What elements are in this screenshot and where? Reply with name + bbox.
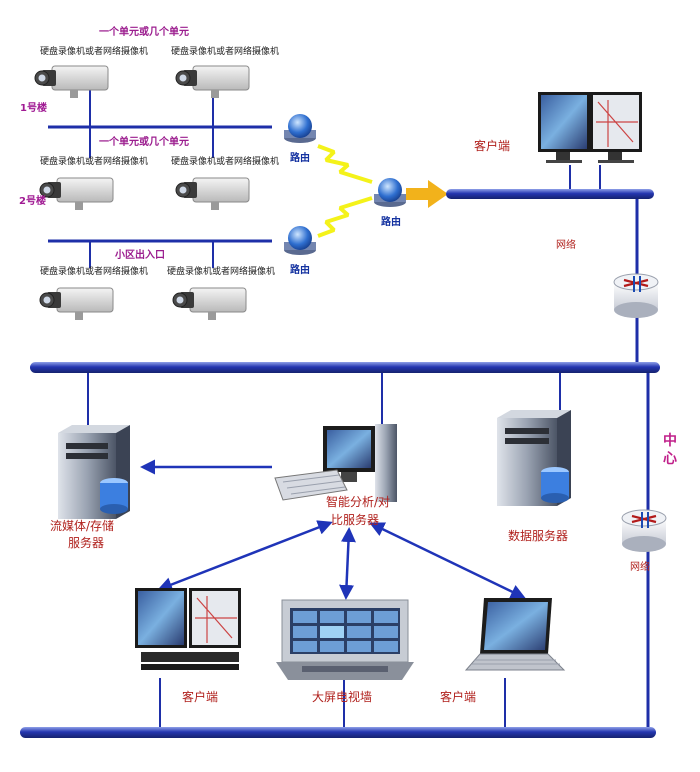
building-2-label: 2号楼 [19, 196, 46, 207]
camera-icon [34, 65, 109, 98]
link-arrow [339, 527, 356, 600]
camera-label: 硬盘录像机或者网络摄像机 [171, 157, 280, 167]
streaming-server-icon [58, 425, 130, 519]
client-label: 客户端 [474, 139, 511, 153]
unit-label: 一个单元或几个单元 [99, 137, 189, 148]
network-label: 网络 [556, 240, 576, 251]
camera-label: 硬盘录像机或者网络摄像机 [40, 267, 149, 277]
camera-icon [175, 177, 250, 210]
router-icon [374, 178, 406, 207]
camera-icon [172, 287, 247, 320]
camera-label: 硬盘录像机或者网络摄像机 [40, 47, 149, 57]
unit-label: 一个单元或几个单元 [99, 27, 189, 38]
video-wall-label: 大屏电视墙 [312, 690, 373, 704]
entrance-label: 小区出入口 [115, 250, 165, 261]
lan-bus [30, 362, 660, 373]
camera-icon [39, 177, 114, 210]
data-server-icon [497, 410, 571, 506]
client-label: 客户端 [182, 690, 219, 704]
camera-icon [39, 287, 114, 320]
laptop-icon [464, 598, 566, 671]
camera-label: 硬盘录像机或者网络摄像机 [40, 157, 149, 167]
camera-label: 硬盘录像机或者网络摄像机 [171, 47, 280, 57]
client-label: 客户端 [440, 690, 477, 704]
network-hub-icon [621, 509, 667, 552]
client-workstation-icon [135, 588, 241, 670]
client-monitors-icon [538, 92, 642, 163]
network-label: 网络 [630, 562, 650, 573]
wireless-link-icon [317, 144, 373, 184]
link-arrow [369, 522, 526, 599]
router-icon [284, 226, 316, 255]
analysis-server-label-1: 智能分析/对 [326, 495, 391, 509]
streaming-server-label-2: 服务器 [68, 536, 105, 550]
link-arrow [157, 520, 333, 592]
wireless-link-icon [317, 196, 373, 238]
network-hub-icon [613, 273, 659, 318]
analysis-workstation-icon [274, 424, 397, 502]
analysis-server-label-2: 比服务器 [331, 513, 380, 527]
router-label: 路由 [290, 153, 310, 164]
video-wall-icon [276, 599, 414, 680]
uplink-arrow [406, 180, 448, 208]
router-icon [284, 114, 316, 143]
building-1-label: 1号楼 [20, 103, 47, 114]
center-label: 中心 [663, 433, 677, 467]
client-bus [20, 727, 656, 738]
streaming-server-label-1: 流媒体/存储 [50, 519, 115, 533]
camera-label: 硬盘录像机或者网络摄像机 [167, 267, 276, 277]
router-label: 路由 [290, 265, 310, 276]
wan-bus [446, 189, 654, 199]
camera-icon [175, 65, 250, 98]
router-label: 路由 [381, 217, 401, 228]
data-server-label: 数据服务器 [508, 529, 569, 543]
